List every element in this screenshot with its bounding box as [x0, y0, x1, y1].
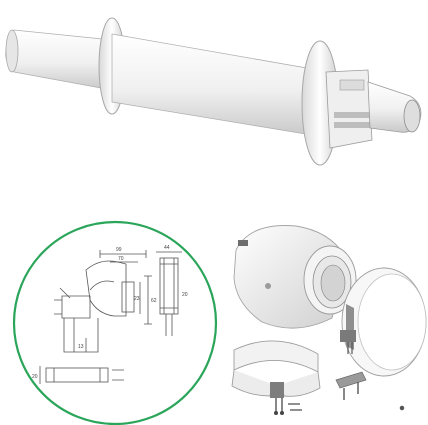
screws — [288, 403, 405, 411]
terminal-vent — [334, 112, 370, 118]
bracket-drawing — [39, 366, 124, 384]
outer-tube — [111, 33, 319, 137]
clamp-drawing — [156, 251, 182, 336]
dimension-label: 23 — [134, 296, 140, 302]
dimension-label: 70 — [118, 256, 124, 262]
outlet-opening — [403, 99, 421, 133]
dimension-label: 44 — [164, 245, 170, 251]
dimension-drawing: 99 70 62 23 44 20 13 20 — [12, 220, 218, 425]
dimension-label: 99 — [116, 247, 122, 253]
large-clamp-ring — [340, 267, 427, 377]
flue-terminal — [5, 17, 422, 166]
adapter-bore — [320, 264, 346, 302]
tube-end — [5, 29, 19, 73]
terminal-vent — [334, 122, 370, 128]
adapter-screw — [265, 283, 271, 289]
lower-clamp-band — [231, 340, 321, 415]
inner-tube — [5, 29, 113, 91]
drawing-frame — [12, 220, 218, 425]
wall-bracket — [335, 371, 367, 400]
terminal-vent — [339, 79, 365, 91]
dimension-label: 13 — [78, 344, 84, 350]
dimension-label: 62 — [151, 298, 157, 304]
dimension-label: 20 — [32, 374, 38, 380]
elbow-drawing — [54, 250, 152, 353]
adapter-tab — [238, 240, 248, 246]
parts-photo — [231, 225, 427, 415]
dimension-label: 20 — [182, 292, 188, 298]
